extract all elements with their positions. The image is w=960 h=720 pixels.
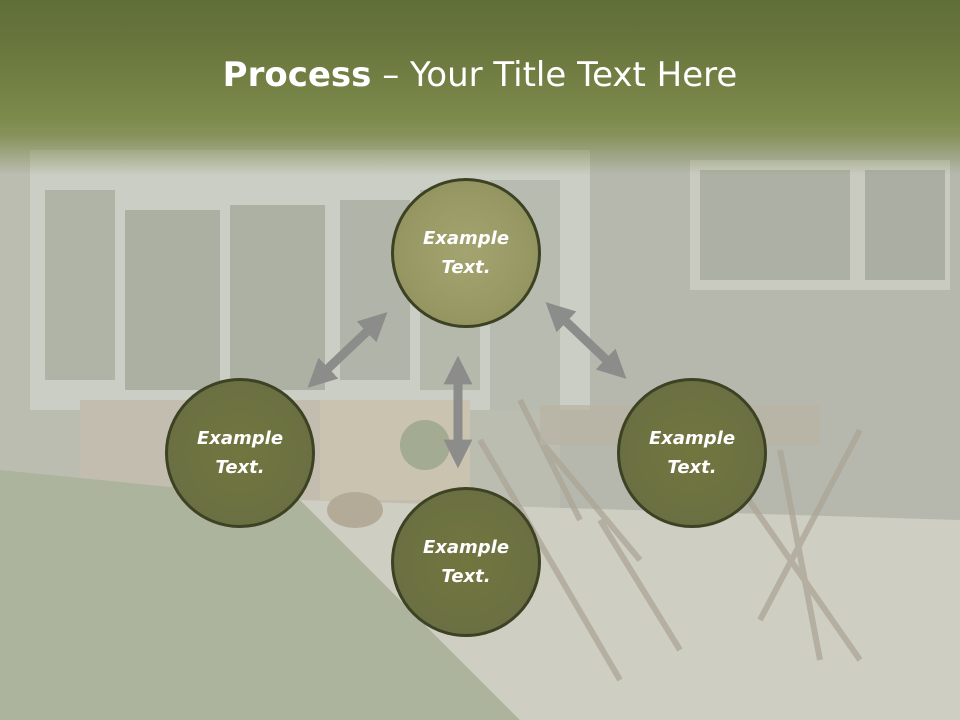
node-left: Example Text. (165, 378, 315, 528)
title-band (0, 0, 960, 175)
node-left-label: Example Text. (196, 428, 284, 478)
node-right-label: Example Text. (648, 428, 736, 478)
arrow-top-right (545, 302, 627, 379)
node-right: Example Text. (617, 378, 767, 528)
node-bottom-label: Example Text. (422, 537, 510, 587)
node-top: Example Text. (391, 178, 541, 328)
node-top-label: Example Text. (422, 228, 510, 278)
arrow-left-top (307, 312, 388, 388)
page-title: Process – Your Title Text Here (0, 50, 960, 100)
title-separator: – (371, 55, 411, 95)
title-strong: Process (222, 55, 372, 95)
title-rest: Your Title Text Here (410, 55, 738, 95)
node-bottom: Example Text. (391, 487, 541, 637)
